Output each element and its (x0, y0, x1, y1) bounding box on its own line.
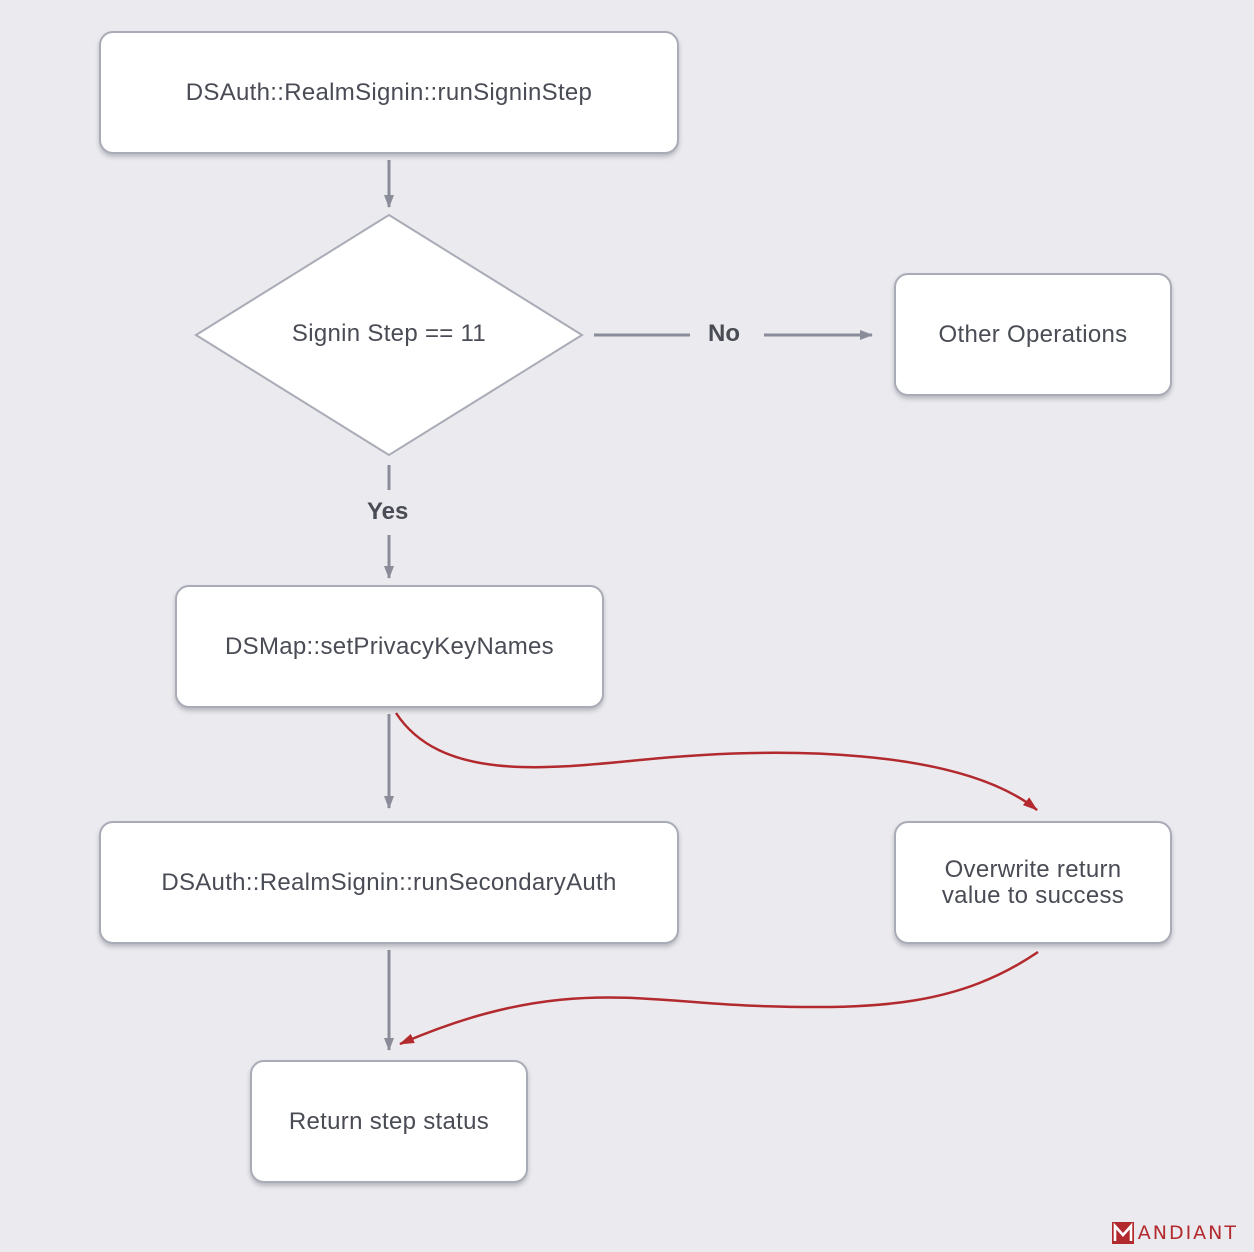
mandiant-m-icon (1111, 1222, 1134, 1244)
node-run-secondary-auth-label: DSAuth::RealmSignin::runSecondaryAuth (161, 868, 617, 896)
hook-arrow-to-overwrite (394, 712, 1038, 811)
node-run-signin-step-label: DSAuth::RealmSignin::runSigninStep (185, 78, 593, 106)
node-run-signin-step: DSAuth::RealmSignin::runSigninStep (99, 31, 679, 154)
mandiant-logo-text: ANDIANT (1137, 1222, 1238, 1244)
node-return-step-status: Return step status (250, 1060, 528, 1183)
node-run-secondary-auth: DSAuth::RealmSignin::runSecondaryAuth (99, 821, 679, 944)
node-overwrite-return: Overwrite return value to success (894, 821, 1172, 944)
edge-label-yes: Yes (367, 498, 409, 525)
node-set-privacy-key-names: DSMap::setPrivacyKeyNames (175, 585, 604, 708)
node-other-operations: Other Operations (894, 273, 1172, 396)
edge-label-no: No (708, 320, 740, 347)
node-other-operations-label: Other Operations (938, 320, 1128, 348)
node-return-step-status-label: Return step status (288, 1107, 490, 1135)
mandiant-logo: ANDIANT (1111, 1222, 1238, 1244)
node-set-privacy-key-names-label: DSMap::setPrivacyKeyNames (225, 632, 554, 660)
hook-arrow-overwrite-to-return (399, 950, 1039, 1046)
decision-label: Signin Step == 11 (236, 320, 542, 348)
decision-diamond (194, 213, 584, 457)
decision-label-text: Signin Step == 11 (291, 320, 487, 347)
node-overwrite-return-label: Overwrite return value to success (941, 855, 1125, 909)
